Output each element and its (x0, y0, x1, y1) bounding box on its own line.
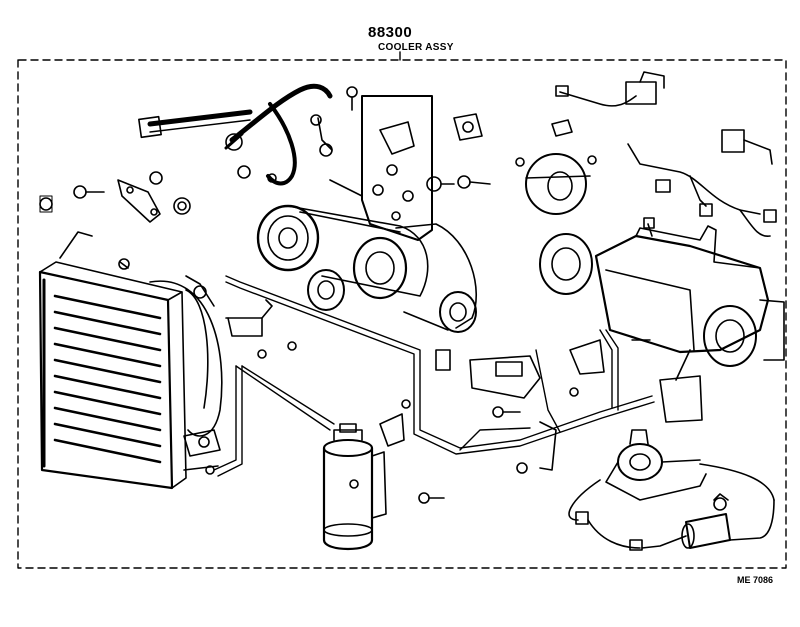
part-name-label: COOLER ASSY (378, 42, 454, 53)
evaporator-housing (539, 217, 785, 423)
blower-motor (515, 119, 597, 215)
compressor-bracket (329, 86, 491, 241)
condenser (38, 231, 187, 490)
hose-assembly-upper (138, 83, 333, 186)
condenser-fittings (183, 429, 221, 475)
condenser-fan (149, 275, 223, 437)
thermo-sensor (641, 463, 775, 549)
expansion-valve (568, 429, 707, 551)
assembly-boundary (17, 51, 787, 569)
receiver-drier (322, 423, 387, 550)
line-brackets (225, 299, 579, 504)
wiring-harness (555, 71, 777, 237)
fasteners-left (39, 165, 277, 223)
compressor (256, 204, 477, 333)
refrigerant-lines (213, 275, 655, 477)
part-number-label: 88300 (368, 24, 413, 41)
reference-code: ME 7086 (737, 575, 774, 585)
